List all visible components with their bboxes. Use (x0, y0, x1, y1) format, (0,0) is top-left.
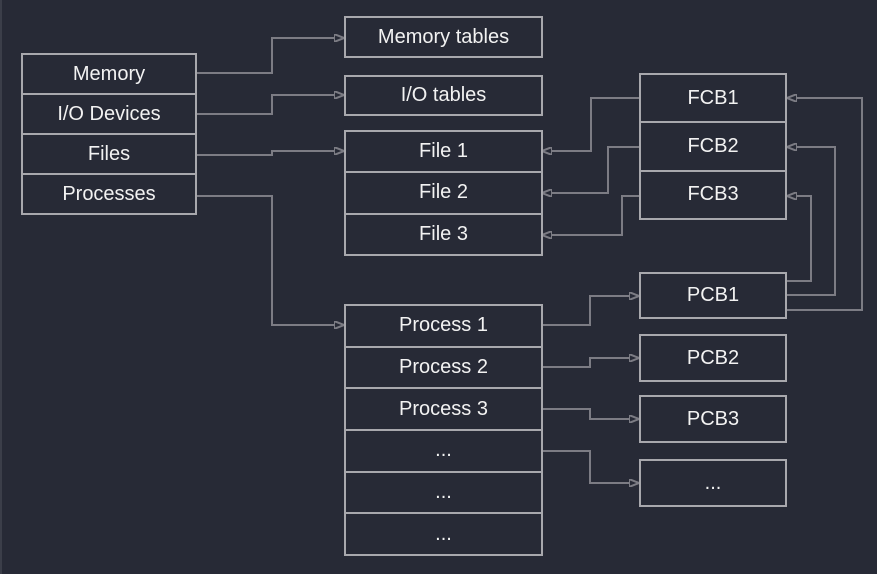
process-1-label: Process 1 (399, 314, 488, 337)
fcb-row-3: FCB3 (641, 172, 785, 218)
os-table-row-processes-label: Processes (62, 182, 156, 205)
file-table-row-2: File 2 (346, 173, 541, 215)
process-table-row-1: Process 1 (346, 306, 541, 348)
memory-tables-box: Memory tables (344, 16, 543, 58)
connector-processdots-to-pcbdots (542, 450, 629, 483)
process-table-row-3: Process 3 (346, 389, 541, 432)
connector-pcb1-to-fcb1 (787, 98, 863, 311)
io-tables-box: I/O tables (344, 75, 543, 116)
file-3-label: File 3 (419, 222, 468, 245)
file-table: File 1 File 2 File 3 (344, 130, 543, 256)
pcb3-box: PCB3 (639, 395, 787, 443)
file-table-row-1: File 1 (346, 132, 541, 174)
os-table-row-memory: Memory (23, 55, 195, 95)
process-table-row-dots-3: ... (346, 514, 541, 554)
process-table-row-2: Process 2 (346, 348, 541, 390)
os-table-row-files: Files (23, 135, 195, 175)
screen-edge-highlight (0, 0, 2, 574)
fcb3-label: FCB3 (687, 183, 739, 206)
fcb-stack: FCB1 FCB2 FCB3 (639, 73, 787, 220)
os-table-row-io-devices-label: I/O Devices (57, 102, 161, 125)
os-table-row-processes: Processes (23, 175, 195, 213)
os-table-row-files-label: Files (87, 142, 131, 165)
os-table-row-io-devices: I/O Devices (23, 95, 195, 135)
process-3-label: Process 3 (399, 397, 488, 420)
pcb2-label: PCB2 (686, 346, 740, 369)
pcb-dots-box: ... (639, 459, 787, 507)
file-2-label: File 2 (419, 181, 468, 204)
pcb2-box: PCB2 (639, 334, 787, 382)
connector-fcb3-to-file3 (552, 195, 639, 235)
process-dots-2-label: ... (435, 481, 452, 504)
fcb1-label: FCB1 (687, 86, 739, 109)
connector-process1-to-pcb1 (542, 296, 629, 326)
process-table-row-dots-2: ... (346, 473, 541, 515)
connector-pcb1-to-fcb3 (787, 196, 812, 282)
pcb-dots-label: ... (704, 471, 722, 494)
file-1-label: File 1 (419, 140, 468, 163)
connector-pcb1-to-fcb2 (787, 147, 836, 296)
file-table-row-3: File 3 (346, 215, 541, 254)
process-table: Process 1 Process 2 Process 3 ... ... ..… (344, 304, 543, 556)
pcb3-label: PCB3 (686, 407, 740, 430)
pcb1-box: PCB1 (639, 272, 787, 319)
process-dots-1-label: ... (435, 439, 452, 462)
connector-processes-to-process1 (197, 195, 334, 325)
process-2-label: Process 2 (399, 356, 488, 378)
os-table-row-memory-label: Memory (72, 62, 146, 85)
memory-tables-label: Memory tables (377, 25, 510, 48)
connector-iodevices-to-io-tables (197, 95, 334, 115)
connector-fcb2-to-file2 (552, 146, 639, 193)
fcb-row-1: FCB1 (641, 75, 785, 124)
fcb2-label: FCB2 (687, 134, 739, 157)
connector-fcb1-to-file1 (552, 97, 639, 151)
connector-process2-to-pcb2 (542, 358, 629, 368)
connector-memory-to-memory-tables (197, 38, 334, 74)
connector-process3-to-pcb3 (542, 408, 629, 419)
pcb1-label: PCB1 (686, 284, 740, 306)
process-table-row-dots-1: ... (346, 431, 541, 473)
io-tables-label: I/O tables (400, 84, 487, 106)
connector-files-to-file1 (197, 151, 334, 156)
fcb-row-2: FCB2 (641, 123, 785, 172)
process-dots-3-label: ... (435, 522, 452, 545)
os-control-table: Memory I/O Devices Files Processes (21, 53, 197, 215)
